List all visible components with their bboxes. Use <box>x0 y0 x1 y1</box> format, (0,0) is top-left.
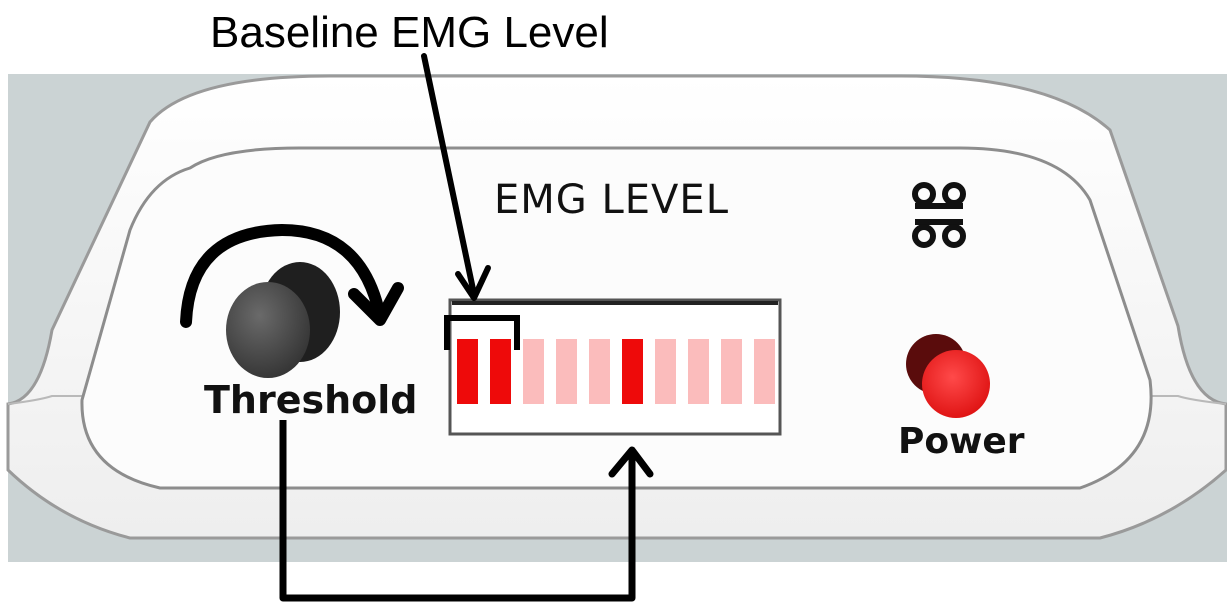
meter-segment-unlit <box>721 339 742 404</box>
clockwise-rotation-arrow-icon <box>180 224 404 328</box>
meter-segment-lit <box>490 339 511 404</box>
callout-arrow <box>421 53 491 301</box>
meter-segment-unlit <box>589 339 610 404</box>
meter-segment-unlit <box>523 339 544 404</box>
power-label: Power <box>898 421 1025 462</box>
meter-segment-unlit <box>754 339 775 404</box>
meter-segment-lit <box>622 339 643 404</box>
meter-segment-unlit <box>655 339 676 404</box>
baseline-emg-callout: Baseline EMG Level <box>210 8 609 57</box>
power-button[interactable] <box>906 334 990 418</box>
device-title: EMG LEVEL <box>494 177 729 223</box>
oo-oo-logo-icon <box>912 182 966 248</box>
threshold-label: Threshold <box>204 378 418 422</box>
baseline-bracket <box>444 315 520 350</box>
meter-segment-unlit <box>556 339 577 404</box>
meter-segment-unlit <box>688 339 709 404</box>
meter-segment-lit <box>457 339 478 404</box>
threshold-connector-arrow <box>279 420 654 602</box>
threshold-knob[interactable] <box>226 262 340 378</box>
